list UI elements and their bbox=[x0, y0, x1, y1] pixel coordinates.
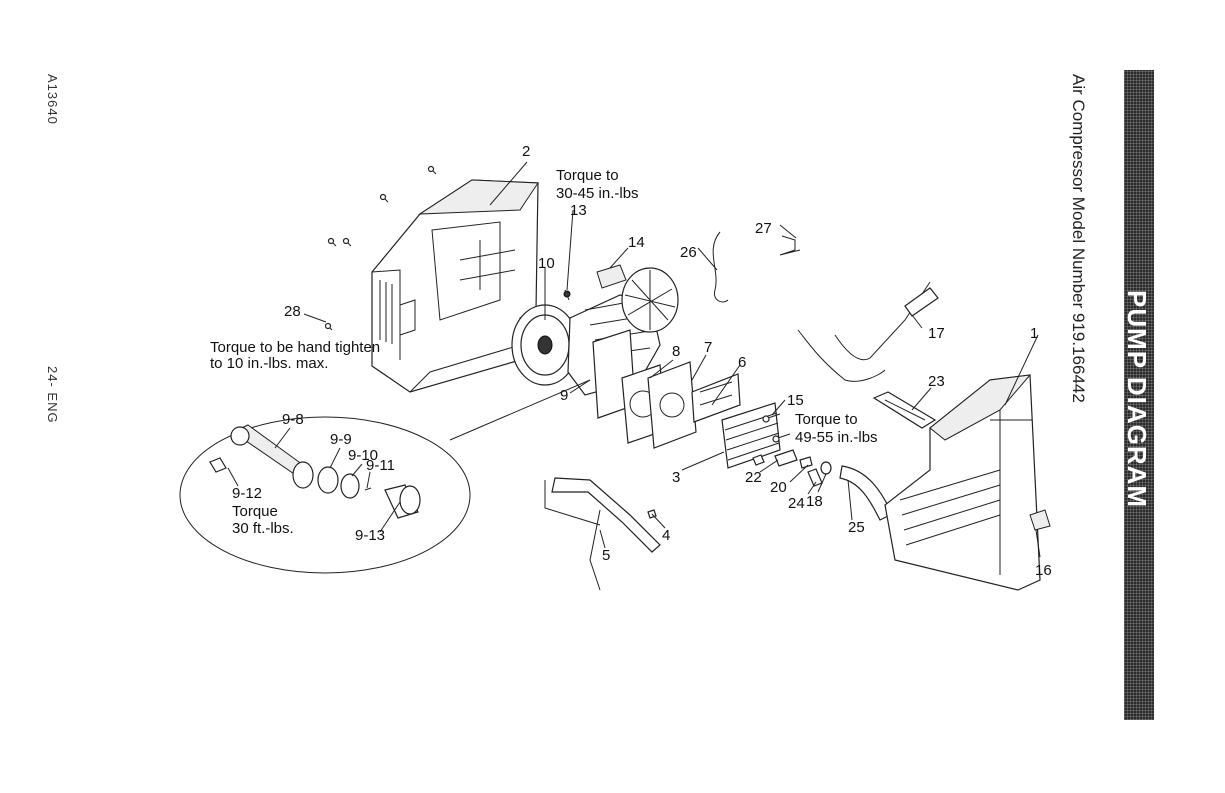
callout-14: 14 bbox=[628, 234, 645, 251]
callout-1: 1 bbox=[1030, 325, 1038, 342]
fan-part bbox=[597, 265, 626, 288]
callout-9-11: 9-11 bbox=[366, 457, 395, 474]
wire-harness bbox=[713, 232, 938, 381]
callout-6: 6 bbox=[738, 354, 746, 371]
cylinder-head bbox=[722, 403, 780, 468]
callout-17: 17 bbox=[928, 325, 945, 342]
hand-tighten-note-line2: to 10 in.-lbs. max. bbox=[210, 355, 328, 372]
handle-part bbox=[545, 478, 660, 590]
torque-note-mid-line2: 49-55 in.-lbs bbox=[795, 429, 878, 446]
callout-15: 15 bbox=[787, 392, 804, 409]
callout-24: 24 bbox=[788, 495, 805, 512]
torque-note-rod-line1: Torque bbox=[232, 503, 278, 520]
callout-9: 9 bbox=[560, 387, 568, 404]
gasket-plates bbox=[622, 362, 740, 448]
callout-26: 26 bbox=[680, 244, 697, 261]
callout-13: 13 bbox=[570, 202, 587, 219]
screw-13 bbox=[564, 290, 570, 300]
callout-28: 28 bbox=[284, 303, 301, 320]
callout-22: 22 bbox=[745, 469, 762, 486]
callout-9-12: 9-12 bbox=[232, 485, 262, 502]
callout-23: 23 bbox=[928, 373, 945, 390]
detail-callout bbox=[180, 380, 590, 573]
callout-9-9: 9-9 bbox=[330, 431, 352, 448]
screw-28 bbox=[326, 324, 333, 331]
callout-7: 7 bbox=[704, 339, 712, 356]
torque-note-top-line2: 30-45 in.-lbs bbox=[556, 185, 639, 202]
torque-note-mid-line1: Torque to bbox=[795, 411, 858, 428]
callout-25: 25 bbox=[848, 519, 865, 536]
callout-8: 8 bbox=[672, 343, 680, 360]
callout-5: 5 bbox=[602, 547, 610, 564]
callout-18: 18 bbox=[806, 493, 823, 510]
callout-20: 20 bbox=[770, 479, 787, 496]
callout-10: 10 bbox=[538, 255, 555, 272]
shroud-part bbox=[372, 180, 538, 392]
handle-cover bbox=[874, 392, 935, 428]
torque-note-rod-line2: 30 ft.-lbs. bbox=[232, 520, 294, 537]
torque-note-top-line1: Torque to bbox=[556, 167, 619, 184]
callout-9-8: 9-8 bbox=[282, 411, 304, 428]
outlet-tube bbox=[840, 466, 892, 520]
callout-16: 16 bbox=[1035, 562, 1052, 579]
callout-27: 27 bbox=[755, 220, 772, 237]
callout-3: 3 bbox=[672, 469, 680, 486]
callout-4: 4 bbox=[662, 527, 670, 544]
callout-2: 2 bbox=[522, 143, 530, 160]
hand-tighten-note-line1: Torque to be hand tighten bbox=[210, 339, 380, 356]
callout-9-13: 9-13 bbox=[355, 527, 385, 544]
